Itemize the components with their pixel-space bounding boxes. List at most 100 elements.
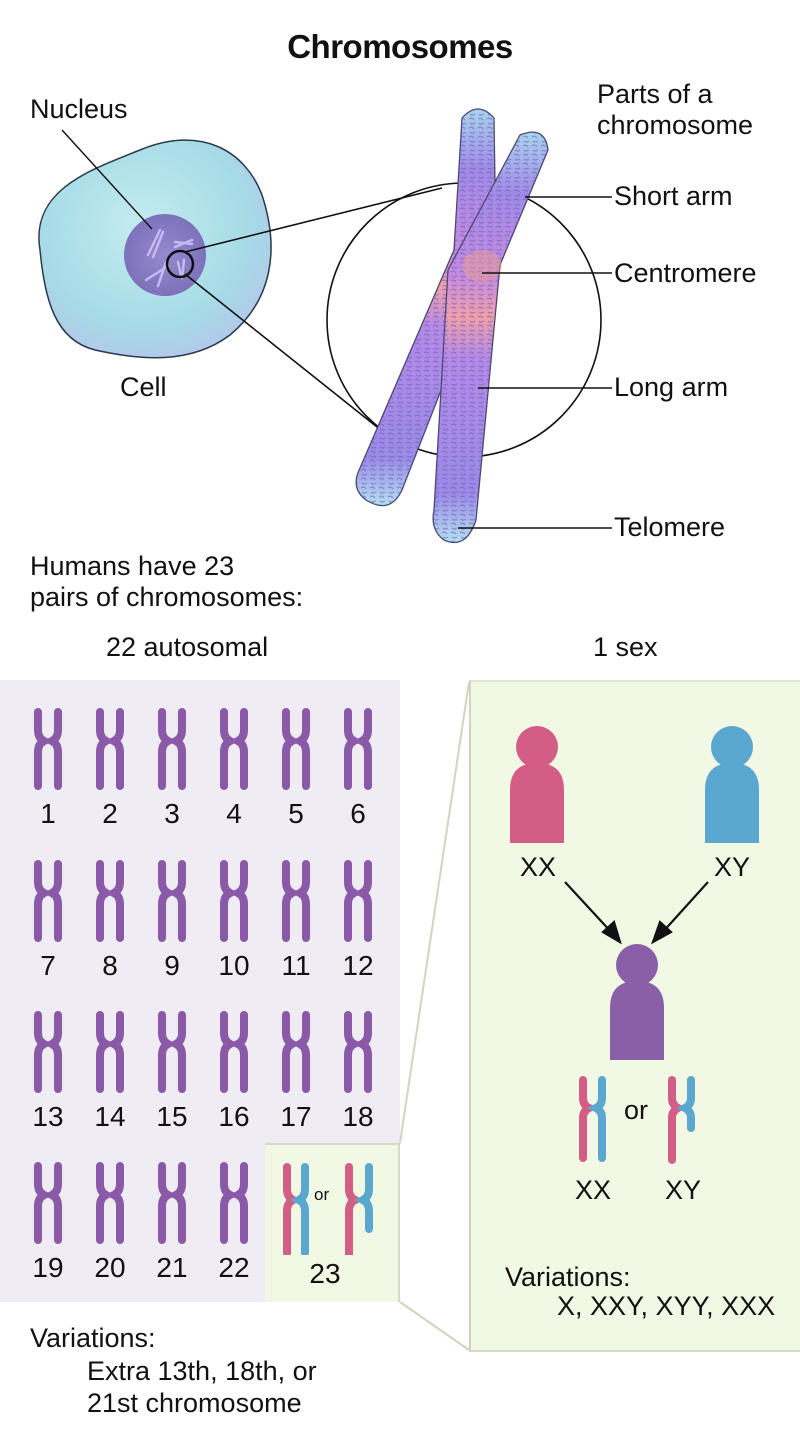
- autosome-icon: [96, 1162, 124, 1244]
- autosome-icon: [220, 1162, 248, 1244]
- diagram-title: Chromosomes: [287, 28, 513, 65]
- nucleus-shape: [124, 214, 206, 296]
- pairs-intro-line2: pairs of chromosomes:: [30, 582, 304, 612]
- child-xx-label: XX: [575, 1175, 612, 1205]
- pairs-intro-line1: Humans have 23: [30, 551, 235, 581]
- chromosome-number: 3: [164, 798, 180, 829]
- autosome-pair: 18: [327, 1009, 389, 1132]
- chromosome-number: 16: [218, 1101, 250, 1132]
- autosome-pair: 10: [203, 858, 265, 981]
- autosome-pair: 12: [327, 858, 389, 981]
- x-chromosome-blue: [290, 1163, 309, 1255]
- autosome-icon: [158, 1162, 186, 1244]
- chromosome-number: 1: [40, 798, 56, 829]
- x-chromosome-pink-2: [345, 1163, 364, 1255]
- mother-xx-label: XX: [520, 852, 557, 882]
- child-xy-label: XY: [665, 1175, 702, 1205]
- sex-determination-panel: [469, 680, 800, 1352]
- chromosome-number: 18: [342, 1101, 374, 1132]
- autosome-icon: [220, 1011, 248, 1093]
- autosome-icon: [344, 860, 372, 942]
- chromosome-number: 2: [102, 798, 118, 829]
- chromosome-anatomy-illustration: [38, 108, 612, 544]
- autosome-pair: 3: [141, 706, 203, 829]
- sex-chromosome-pair-icons: [283, 1163, 373, 1255]
- autosome-pair: 8: [79, 858, 141, 981]
- large-chromosome: [355, 108, 549, 544]
- x-chromosome-pink: [283, 1163, 302, 1255]
- autosome-icon: [282, 708, 310, 790]
- autosome-icon: [96, 1011, 124, 1093]
- autosome-pair: 4: [203, 706, 265, 829]
- chromosome-number: 9: [164, 950, 180, 981]
- parts-heading-line2: chromosome: [597, 110, 754, 140]
- chromosome-number: 14: [94, 1101, 126, 1132]
- autosome-icon: [158, 860, 186, 942]
- autosome-pair: 17: [265, 1009, 327, 1132]
- autosome-pair: 16: [203, 1009, 265, 1132]
- chromosome-number: 7: [40, 950, 56, 981]
- chromosome-number: 15: [156, 1101, 188, 1132]
- autosome-icon: [158, 708, 186, 790]
- autosome-icon: [282, 860, 310, 942]
- sex-chromosome-or-label: or: [314, 1185, 330, 1204]
- cell-illustration: [38, 139, 272, 359]
- autosome-icon: [282, 1011, 310, 1093]
- parts-heading-line1: Parts of a: [597, 79, 713, 109]
- chromosome-number: 20: [94, 1252, 126, 1283]
- nucleus-label: Nucleus: [30, 94, 128, 124]
- callout-line-top: [399, 681, 470, 1144]
- autosomal-label: 22 autosomal: [106, 632, 269, 662]
- autosome-pair: 11: [265, 858, 327, 981]
- autosome-pair: 1: [17, 706, 79, 829]
- autosome-pair: 22: [203, 1160, 265, 1283]
- autosome-pair: 19: [17, 1160, 79, 1283]
- autosomal-variations-line2: 21st chromosome: [87, 1388, 302, 1418]
- autosome-icon: [34, 1162, 62, 1244]
- chromosome-number: 22: [218, 1252, 250, 1283]
- part-label-centromere: Centromere: [614, 258, 757, 288]
- autosome-icon: [344, 708, 372, 790]
- autosome-icon: [34, 1011, 62, 1093]
- autosome-pair: 7: [17, 858, 79, 981]
- autosome-icon: [344, 1011, 372, 1093]
- chromosome-number: 6: [350, 798, 366, 829]
- sex-variations-heading: Variations:: [505, 1262, 631, 1292]
- autosome-icon: [96, 708, 124, 790]
- part-label-telomere: Telomere: [614, 512, 726, 542]
- chromosome-number: 12: [342, 950, 374, 981]
- autosome-pair: 21: [141, 1160, 203, 1283]
- chromosome-number: 8: [102, 950, 118, 981]
- autosome-icon: [96, 860, 124, 942]
- chromosome-number: 10: [218, 950, 250, 981]
- sex-label: 1 sex: [593, 632, 658, 662]
- autosome-pair: 6: [327, 706, 389, 829]
- autosome-pair: 14: [79, 1009, 141, 1132]
- chromosome-number: 13: [32, 1101, 64, 1132]
- autosome-pair: 2: [79, 706, 141, 829]
- magnify-circle-small: [165, 249, 195, 279]
- chromosome-number: 11: [281, 950, 311, 981]
- autosomal-variations-heading: Variations:: [30, 1323, 156, 1353]
- cell-label: Cell: [120, 372, 167, 402]
- autosome-pair: 13: [17, 1009, 79, 1132]
- nucleus-pointer-line: [61, 129, 153, 230]
- autosome-pair: 20: [79, 1160, 141, 1283]
- chromosome-number-23: 23: [309, 1258, 341, 1289]
- chromosome-number: 4: [226, 798, 242, 829]
- chromosome-number: 5: [288, 798, 304, 829]
- autosome-icon: [34, 708, 62, 790]
- part-label-short-arm: Short arm: [614, 181, 733, 211]
- child-or-label: or: [624, 1095, 649, 1125]
- autosome-pair: 9: [141, 858, 203, 981]
- autosomal-variations-line1: Extra 13th, 18th, or: [87, 1356, 317, 1386]
- autosome-icon: [158, 1011, 186, 1093]
- chromosome-number: 21: [156, 1252, 188, 1283]
- autosome-icon: [220, 708, 248, 790]
- chromosome-number: 17: [280, 1101, 312, 1132]
- y-chromosome-blue: [354, 1163, 373, 1233]
- autosome-icon: [220, 860, 248, 942]
- autosome-pair: 15: [141, 1009, 203, 1132]
- autosome-pair: 5: [265, 706, 327, 829]
- chromosome-number: 19: [32, 1252, 64, 1283]
